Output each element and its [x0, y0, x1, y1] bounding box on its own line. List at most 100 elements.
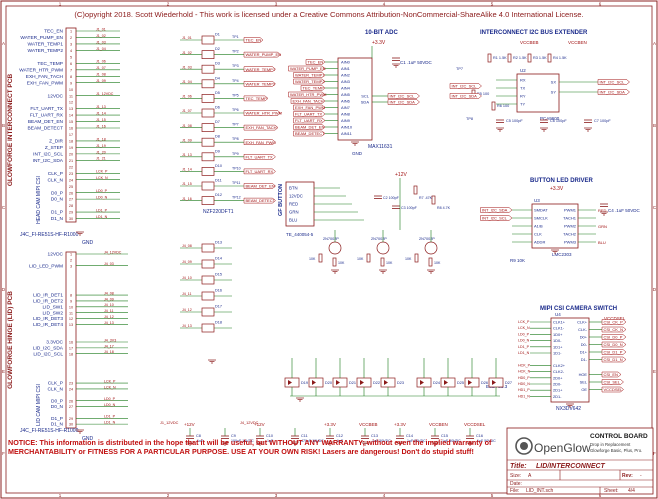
- mipi-title: MIPI CSI CAMERA SWITCH: [540, 306, 617, 312]
- j2-pin-signal: LID_IR_DET4: [33, 322, 63, 328]
- adc-pin-label: AIN0: [341, 60, 351, 65]
- esd-signal-label: WATER_PUMP_EN: [243, 51, 281, 58]
- j2-pin-signal: LID_SW1: [42, 304, 63, 310]
- capacitor-icon: [361, 435, 369, 439]
- led-chip-ref: U3: [534, 198, 540, 203]
- adc-input-net: TEC_EN: [305, 59, 326, 65]
- j2-pin-signal: LID_SW2: [42, 310, 63, 316]
- resistor-icon: [487, 53, 492, 63]
- j2-pin-number: 27: [69, 405, 73, 409]
- led-left-pin: SMDAT: [534, 208, 548, 213]
- tvs-ref: D26: [481, 381, 488, 385]
- esd-diode-icon: [201, 259, 215, 269]
- esd-net-label: J1_01: [182, 36, 192, 40]
- ground-icon: [221, 441, 229, 446]
- j1-pin-signal: CLK_N: [48, 177, 64, 183]
- j1-net-label: J1_12VDC: [96, 92, 114, 96]
- led-right-pin: PWM3: [564, 240, 577, 245]
- esd-ref: D6: [215, 106, 220, 110]
- adc-i2c-net: INT_I2C_SDA: [387, 99, 420, 105]
- ground-icon: [431, 441, 439, 446]
- mipi-right-pin: SEL: [580, 380, 588, 385]
- rev-value: -: [640, 473, 642, 479]
- mipi-left-net: LCK_P: [518, 320, 530, 324]
- j2-pin-number: 16: [69, 341, 73, 345]
- esd-diode-array: NZF220DFT1 J1_01D1TP1TEC_ENJ1_02D2TP2WAT…: [180, 33, 282, 364]
- capacitor-icon: [431, 435, 439, 439]
- cap-ref: C11: [301, 434, 308, 438]
- j1-pin-number: 21: [69, 159, 73, 163]
- mosfet-icon: [376, 241, 390, 255]
- tvs-arrow-icon: [288, 380, 292, 385]
- j1-pin-number: 16: [69, 127, 73, 131]
- adc-pin-label: AIN7: [341, 105, 351, 110]
- mipi-out-net: CSI_D1_P: [601, 349, 627, 355]
- esd-signal-label-text: WATER_TEMP1: [246, 67, 276, 72]
- resistor-icon: [431, 195, 436, 205]
- capacitor-icon: [466, 435, 474, 439]
- j1-pin-number: 17: [69, 133, 73, 137]
- resistor-icon: [414, 253, 419, 263]
- j1-pin-signal: BEAM_DETECT: [28, 126, 64, 132]
- esd-signal-label-text: TEC_EN: [246, 38, 262, 43]
- esd-lower-ref: D13: [215, 241, 222, 245]
- button-res-label: 10K: [357, 257, 364, 261]
- j1-pin-signal: BEAM_DET_EN: [28, 119, 64, 125]
- power-net-label: J4_12VDC: [240, 421, 259, 425]
- i2c-tp-label: TP7: [456, 67, 463, 71]
- j2-net-label: LD0_P: [104, 397, 116, 401]
- esd-diode-icon: [201, 275, 215, 285]
- i2c-right-pin: SY: [551, 90, 557, 95]
- cap-val: .1uF: [266, 439, 274, 443]
- file-label: File:: [510, 488, 519, 494]
- border-row-label: A: [2, 41, 5, 46]
- ground-icon: [566, 403, 574, 408]
- adc-i2c-net-text: INT_I2C_SCL: [390, 94, 416, 99]
- adc-body: [337, 57, 373, 141]
- j2-pin-number: 12: [69, 317, 73, 321]
- esd-ref: D8: [215, 135, 220, 139]
- esd-lower-ref: D14: [215, 257, 222, 261]
- rev-label: Rev:: [622, 473, 633, 479]
- i2c-title: INTERCONNECT I2C BUS EXTENDER: [480, 30, 588, 36]
- border-row-label: E: [653, 369, 656, 374]
- ground-icon: [466, 441, 474, 446]
- esd-signal-label: WATER_HTR_PWM: [243, 110, 282, 116]
- led-left-pin: ADDR: [534, 240, 545, 245]
- notice-block: NOTICE: This information is distributed …: [8, 438, 491, 456]
- j1-pin-signal: TEC_EN: [44, 29, 63, 35]
- j1-pin-number: 3: [70, 43, 72, 47]
- tvs-arrow-icon: [312, 380, 316, 385]
- esd-diode-icon: [201, 94, 215, 103]
- esd-lower-net-label: J4_13: [182, 324, 192, 328]
- j2-net-label: J4_17: [104, 344, 114, 348]
- resistor-icon: [380, 257, 385, 267]
- i2c-right-pin: SX: [551, 80, 557, 85]
- esd-ref: D2: [215, 47, 220, 51]
- cap-ref: C16: [476, 434, 483, 438]
- j1-pin-number: 20: [69, 152, 73, 156]
- i2c-bus-net-text: INT_I2C_SCL: [600, 80, 626, 85]
- j2-pin-number: 30: [69, 423, 73, 427]
- j2-pin-number: 11: [69, 311, 73, 315]
- cap-rail-label: +12V: [254, 422, 265, 427]
- j1-pin-number: 18: [69, 140, 73, 144]
- led-cap: C4 .1uF 50VDC: [608, 208, 641, 213]
- resistor-icon: [332, 257, 337, 267]
- file-value: LID_INT.sch: [526, 488, 553, 494]
- esd-signal-label-text: WATER_TEMP2: [246, 81, 276, 86]
- i2c-resistor-label: R3 1.5K: [533, 56, 547, 60]
- esd-signal-label-text: TEC_TEMP: [246, 96, 268, 101]
- j1-net-label: J1_21: [96, 157, 106, 161]
- adc-input-net-text: EXH_FAN_PWM: [295, 105, 325, 110]
- j1-gnd: GND: [82, 240, 94, 246]
- tvs-ref: D21: [349, 381, 356, 385]
- esd-signal-label-text: FLT_UART_RX: [246, 169, 274, 174]
- resistor-icon: [491, 101, 496, 111]
- esd-signal-label-text: WATER_HTR_PWM: [246, 111, 282, 116]
- j2-title: GLOWFORGE HINGE (LID) PCB: [7, 291, 14, 389]
- j1-pin-number: 13: [69, 107, 73, 111]
- j1-net-label: J1_16: [96, 124, 106, 128]
